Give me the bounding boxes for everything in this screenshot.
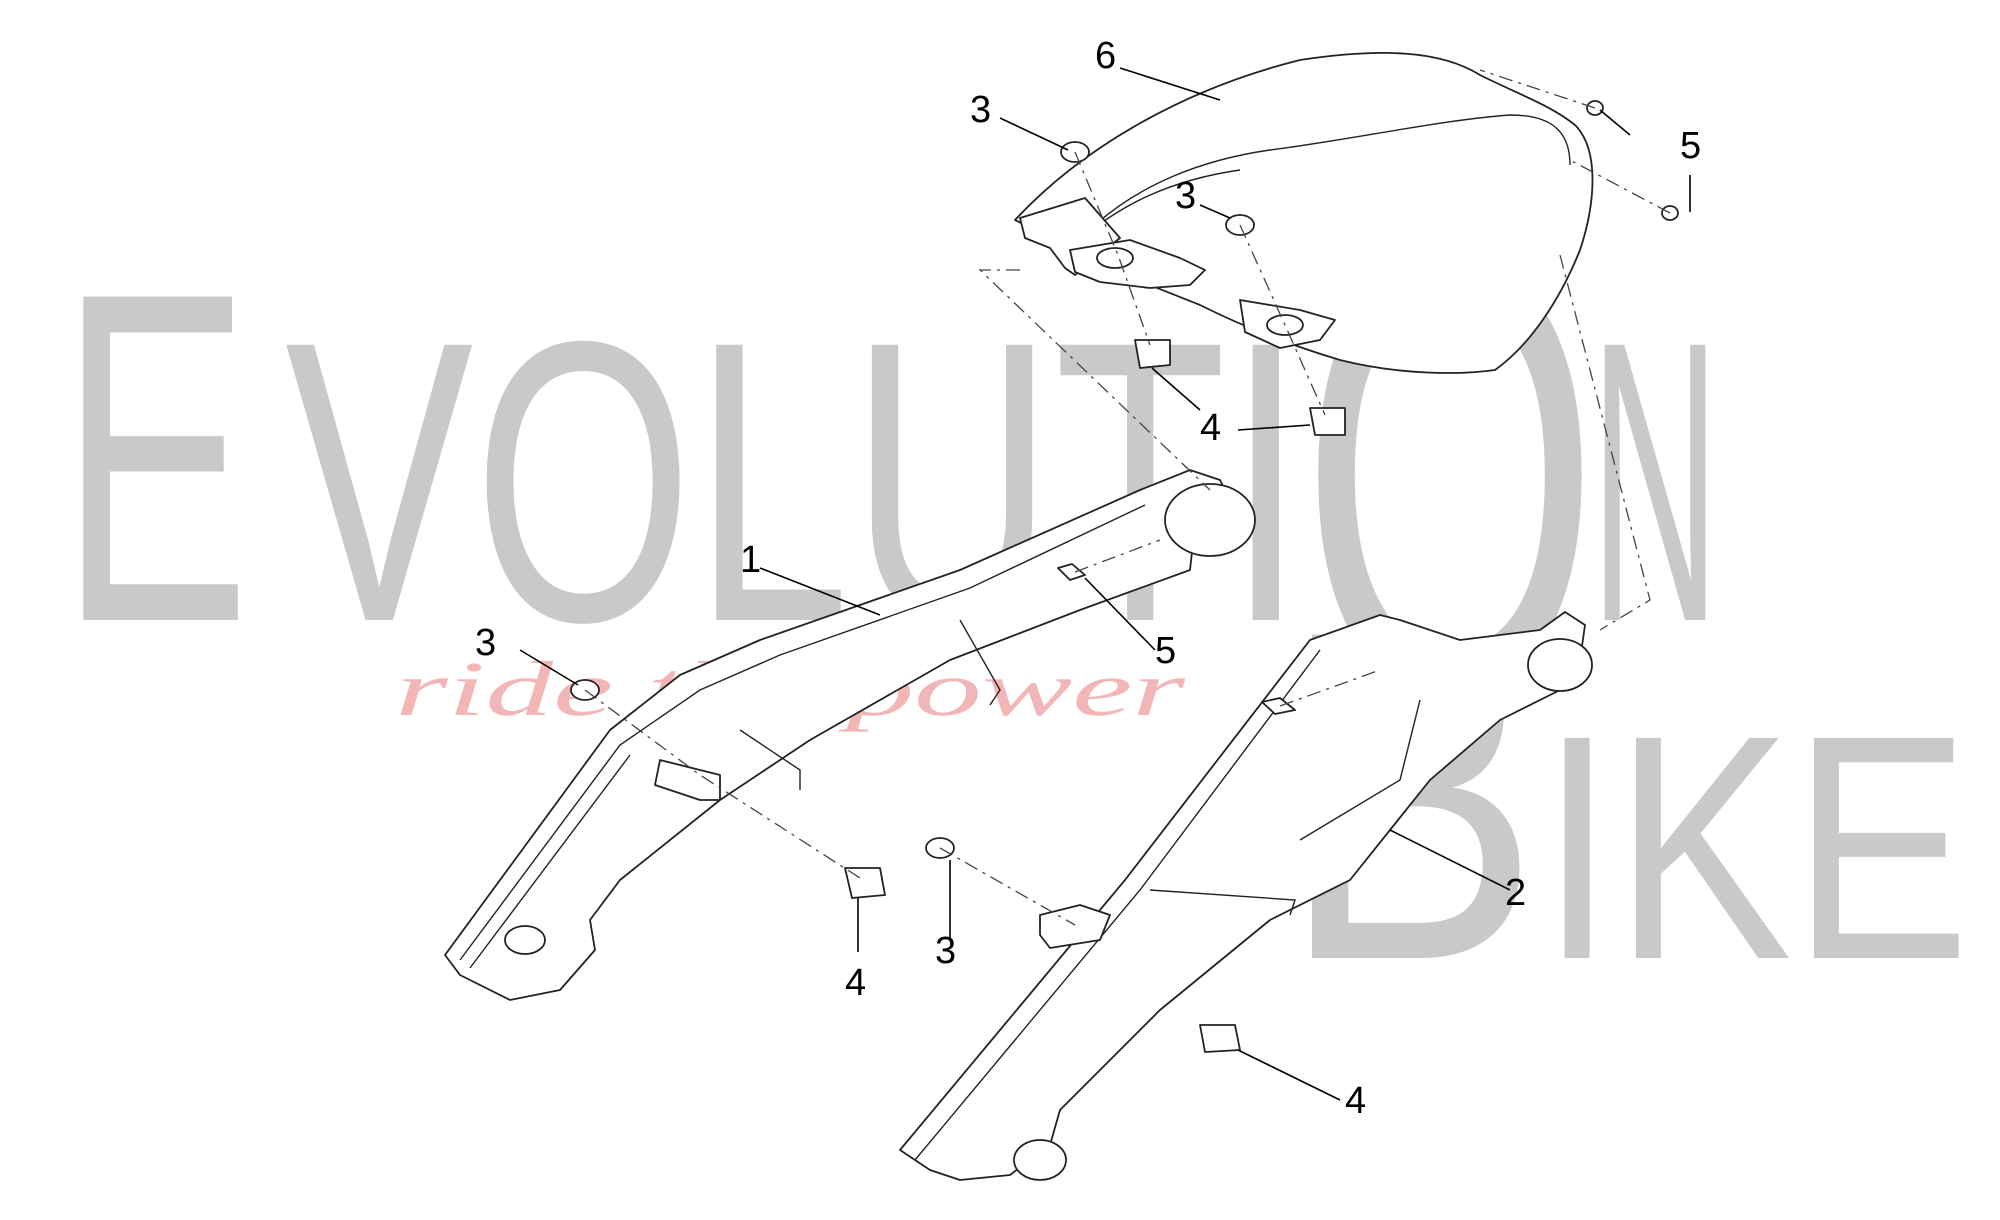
part-1-left-side-panel [444, 469, 1256, 1001]
clip-4-upper-right [1309, 407, 1346, 436]
bolt-5-mid-a [1057, 563, 1086, 581]
clip-4-upper-left [1134, 339, 1171, 369]
callout-3-left: 3 [475, 622, 496, 664]
callout-2: 2 [1505, 872, 1526, 914]
leader-lines [519, 67, 1691, 1101]
callout-4-left: 4 [845, 962, 866, 1004]
callout-1: 1 [740, 539, 761, 581]
callout-4-lower: 4 [1345, 1080, 1366, 1122]
watermark-letters-IKE: IKE [1540, 668, 1970, 1026]
clip-4-lower-right [1199, 1024, 1241, 1053]
callout-4-top: 4 [1200, 407, 1221, 449]
callout-3-top-b: 3 [1175, 175, 1196, 217]
callout-3-top-a: 3 [970, 89, 991, 131]
callout-6: 6 [1095, 35, 1116, 77]
callout-3-lower: 3 [935, 930, 956, 972]
assembly-lines [584, 69, 1671, 926]
part-2-right-side-panel [899, 611, 1593, 1181]
watermark-letter-N: N [1590, 258, 1720, 705]
bolt-5-mid-b [1261, 697, 1296, 715]
part-6-seat-cowl [1014, 52, 1594, 374]
callout-labels: 6 3 3 5 4 1 5 3 4 3 4 2 [475, 35, 1701, 1122]
callout-5-top: 5 [1680, 125, 1701, 167]
callout-5-mid: 5 [1155, 630, 1176, 672]
watermark-letter-E: E [60, 195, 250, 720]
